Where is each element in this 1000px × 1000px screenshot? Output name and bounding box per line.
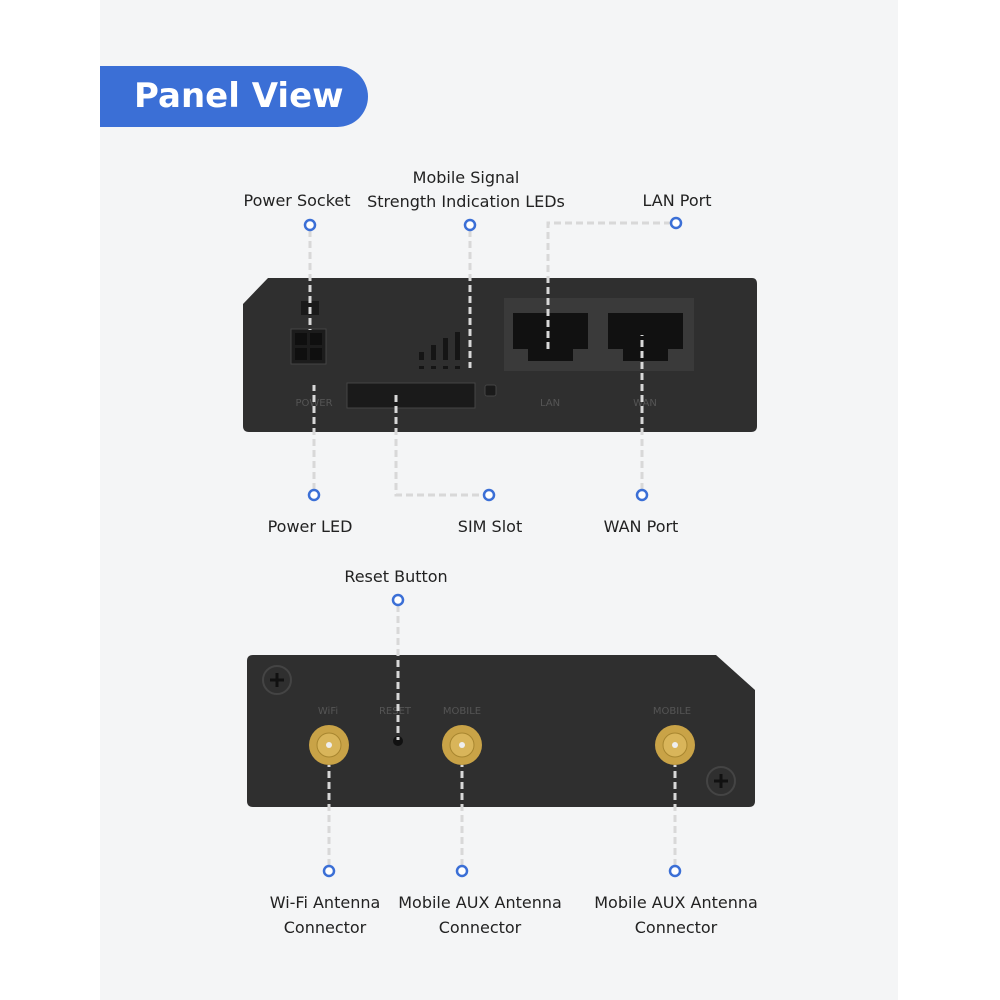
label-wifi-antenna-line2: Connector: [283, 918, 367, 937]
label-mobile-aux-2-line1: Mobile AUX Antenna: [594, 893, 758, 912]
signal-leds: [419, 332, 460, 369]
lan-print: LAN: [540, 398, 560, 409]
wan-port: [608, 313, 683, 361]
led-indicator: [484, 384, 497, 397]
callout-dot: [303, 218, 317, 232]
mobile-antenna-connector-1: [442, 725, 482, 765]
screw-icon: [262, 665, 292, 695]
page-title: Panel View: [100, 66, 368, 127]
lan-port: [513, 313, 588, 361]
power-print: POWER: [295, 398, 332, 409]
back-panel-device: WiFi RESET MOBILE MOBILE: [247, 655, 755, 807]
screw-icon: [706, 766, 736, 796]
label-sim-slot: SIM Slot: [457, 517, 523, 536]
callout-dot: [482, 488, 496, 502]
label-wifi-antenna-line1: Wi-Fi Antenna: [269, 893, 381, 912]
wifi-antenna-connector: [309, 725, 349, 765]
reset-hole: [393, 736, 403, 746]
callout-dot: [463, 218, 477, 232]
callout-dot: [391, 593, 405, 607]
callout-dot: [635, 488, 649, 502]
label-power-socket: Power Socket: [243, 191, 351, 210]
mobile-antenna-connector-2: [655, 725, 695, 765]
sim-slot: [346, 382, 476, 409]
callout-dot: [307, 488, 321, 502]
front-panel-device: POWER LAN WAN: [243, 278, 757, 432]
reset-print: RESET: [379, 706, 412, 717]
label-power-led: Power LED: [267, 517, 353, 536]
callout-dot: [322, 864, 336, 878]
wifi-print: WiFi: [318, 706, 338, 717]
callout-dot: [669, 216, 683, 230]
callout-dots: [303, 216, 683, 878]
background-panel: [100, 0, 898, 1000]
label-signal-leds-line1: Mobile Signal: [412, 168, 520, 187]
label-mobile-aux-1-line1: Mobile AUX Antenna: [398, 893, 562, 912]
mobile-print-2: MOBILE: [653, 706, 691, 717]
leader-lines: [308, 221, 677, 866]
label-signal-leds-line2: Strength Indication LEDs: [367, 192, 565, 211]
label-lan-port: LAN Port: [642, 191, 712, 210]
label-reset-button: Reset Button: [344, 567, 448, 586]
callout-dot: [455, 864, 469, 878]
label-mobile-aux-1-line2: Connector: [438, 918, 522, 937]
power-socket: [290, 301, 327, 365]
callout-dot: [668, 864, 682, 878]
label-wan-port: WAN Port: [603, 517, 679, 536]
label-mobile-aux-2-line2: Connector: [634, 918, 718, 937]
mobile-print-1: MOBILE: [443, 706, 481, 717]
wan-print: WAN: [633, 398, 657, 409]
